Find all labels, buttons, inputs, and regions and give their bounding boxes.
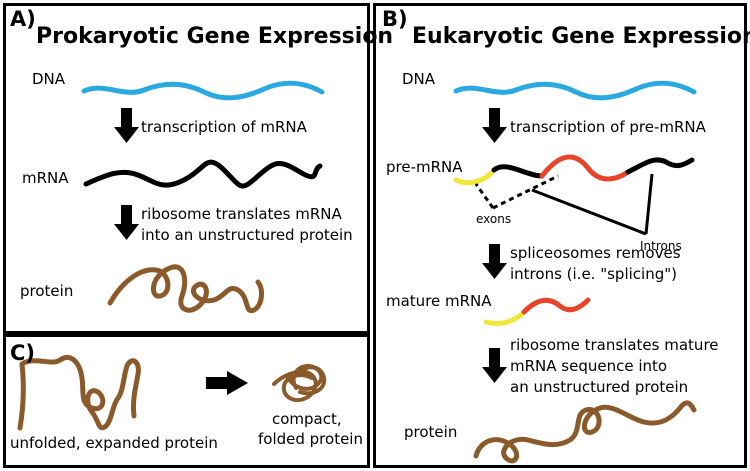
down-arrow-a2 xyxy=(114,205,139,240)
folded-protein-label-line1: compact, xyxy=(272,410,342,428)
premrna-intron1 xyxy=(491,164,545,179)
step-translation-b-line2: mRNA sequence into xyxy=(510,357,668,375)
down-arrow-b1 xyxy=(482,108,507,143)
premrna-exon1-yellow xyxy=(453,167,497,186)
right-arrow-c xyxy=(206,371,248,395)
protein-label-b: protein xyxy=(404,423,458,441)
premrna-label: pre-mRNA xyxy=(386,158,463,176)
step-transcription-a: transcription of mRNA xyxy=(141,118,307,136)
introns-label: Introns xyxy=(640,239,682,253)
panel-c-letter: C) xyxy=(10,341,36,365)
mature-mrna-red xyxy=(521,297,591,315)
mrna-strand-a xyxy=(83,159,323,189)
step-transcription-b: transcription of pre-mRNA xyxy=(510,118,706,136)
protein-label-a: protein xyxy=(20,282,74,300)
premrna-intron2 xyxy=(625,157,695,175)
step-translation-a-line2: into an unstructured protein xyxy=(141,226,353,244)
dna-strand-a xyxy=(81,80,325,101)
step-splicing-line2: introns (i.e. "splicing") xyxy=(510,265,677,283)
protein-unstructured-a xyxy=(107,264,264,314)
down-arrow-b2 xyxy=(482,244,507,279)
panel-b-frame xyxy=(373,3,747,468)
step-translation-b-line1: ribosome translates mature xyxy=(510,336,719,354)
panel-a-title: Prokaryotic Gene Expression xyxy=(36,24,394,49)
premrna-exon2-red xyxy=(539,154,631,182)
folded-protein-label-line2: folded protein xyxy=(258,430,363,448)
step-translation-a-line1: ribosome translates mRNA xyxy=(141,205,342,223)
panel-a-letter: A) xyxy=(10,7,36,31)
step-splicing-line1: spliceosomes removes xyxy=(510,244,681,262)
protein-folded-c xyxy=(272,363,327,403)
dna-label-b: DNA xyxy=(402,70,436,88)
down-arrow-a1 xyxy=(114,108,139,143)
introns-pointer xyxy=(531,173,654,236)
mrna-label-a: mRNA xyxy=(22,169,69,187)
mature-mrna-yellow xyxy=(483,309,527,327)
exons-pointer xyxy=(474,174,559,210)
protein-unfolded-c xyxy=(17,354,141,431)
panel-b-title: Eukaryotic Gene Expression xyxy=(412,24,750,49)
panel-b-letter: B) xyxy=(382,7,408,31)
protein-unstructured-b xyxy=(473,400,697,464)
exons-label: exons xyxy=(476,212,512,226)
down-arrow-b3 xyxy=(482,348,507,383)
unfolded-protein-label: unfolded, expanded protein xyxy=(10,434,218,452)
dna-strand-b xyxy=(453,80,697,101)
dna-label-a: DNA xyxy=(32,70,66,88)
step-translation-b-line3: an unstructured protein xyxy=(510,378,689,396)
mature-mrna-label: mature mRNA xyxy=(386,292,492,310)
